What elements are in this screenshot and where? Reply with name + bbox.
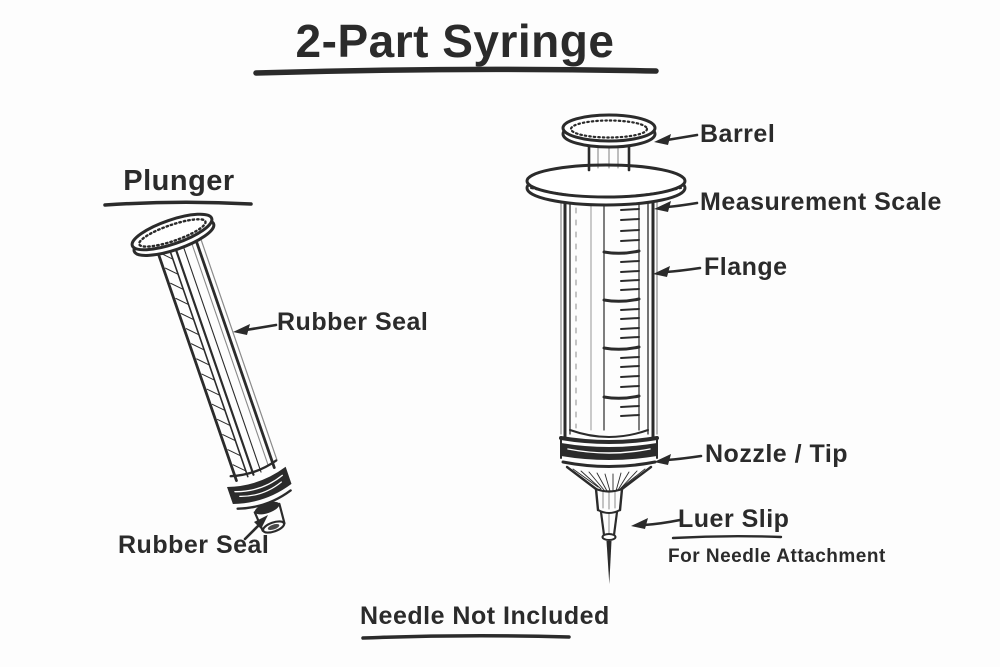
measurement-scale-arrow-icon (654, 201, 699, 212)
thumb-rest (561, 113, 657, 172)
rubber-seal-side-label: Rubber Seal (277, 308, 429, 336)
plunger-thumb-rest (130, 212, 216, 257)
pointed-tip (606, 541, 612, 584)
page-title: 2-Part Syringe (295, 15, 615, 67)
nozzle-tip-label: Nozzle / Tip (705, 440, 849, 468)
title-underline (253, 66, 659, 76)
nozzle-collar (559, 436, 659, 468)
luer-slip-tip (599, 510, 619, 541)
luer-slip-arrow-icon (631, 518, 682, 529)
measurement-scale-label: Measurement Scale (700, 188, 942, 216)
barrel-tube (560, 182, 658, 440)
nozzle-tip (594, 487, 624, 514)
plunger-drawing (130, 212, 292, 534)
footer-underline (361, 633, 571, 640)
syringe-drawing (525, 113, 687, 584)
luer-slip-underline (671, 535, 783, 540)
plunger-shaft (154, 231, 276, 482)
barrel-arrow-icon (654, 133, 699, 145)
nozzle-tip-arrow-icon (654, 454, 703, 465)
footer-note: Needle Not Included (360, 602, 610, 630)
plunger-sketch-line (198, 232, 278, 461)
barrel-label: Barrel (700, 120, 776, 148)
flange-label: Flange (704, 253, 788, 281)
luer-slip-note: For Needle Attachment (668, 546, 886, 567)
flange-disc (525, 163, 687, 207)
nozzle-shoulder (565, 465, 653, 493)
plunger-underline (103, 200, 253, 207)
rubber-seal-tip-arrow-icon (243, 515, 268, 541)
flange-arrow-icon (653, 266, 702, 277)
plunger-heading: Plunger (123, 165, 235, 197)
plunger-rubber-seal (227, 459, 292, 510)
measurement-scale-marks (601, 195, 642, 417)
rubber-seal-side-arrow-icon (233, 323, 278, 335)
luer-slip-label: Luer Slip (678, 505, 790, 533)
rubber-seal-tip-label: Rubber Seal (118, 531, 270, 559)
